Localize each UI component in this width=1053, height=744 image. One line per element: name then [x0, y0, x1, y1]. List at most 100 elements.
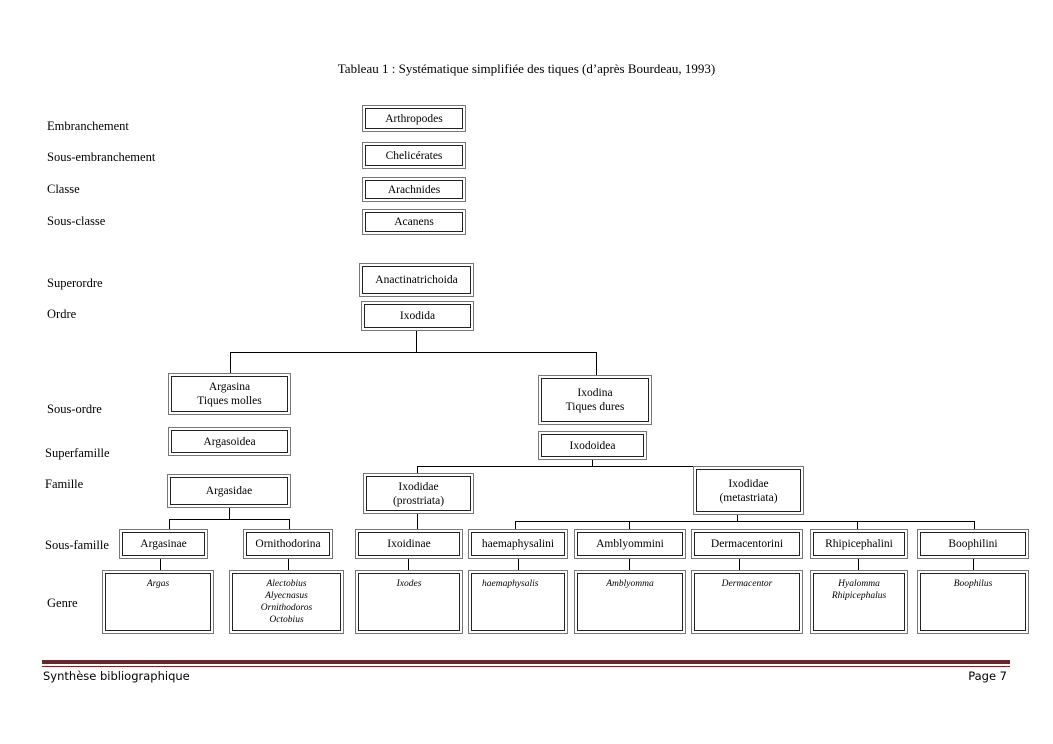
taxon-name: Argasidae	[205, 485, 253, 497]
taxon-box-ixodoidea: Ixodoidea	[538, 431, 647, 460]
genus-name: Rhipicephalus	[831, 591, 887, 601]
connector	[289, 519, 290, 529]
taxon-name: Amblyommini	[596, 538, 664, 550]
taxon-name: Arthropodes	[385, 112, 443, 125]
connector	[629, 521, 630, 529]
taxon-box-sous-classe: Acanens	[362, 209, 466, 235]
connector	[408, 558, 409, 570]
taxon-name: Anactinatrichoida	[375, 274, 458, 286]
connector	[974, 521, 975, 529]
taxon-name: Ixodidae	[728, 477, 769, 490]
connector	[629, 558, 630, 570]
genus-box: haemaphysalis	[468, 570, 568, 634]
connector	[417, 466, 747, 467]
taxon-name: Ixodina	[577, 387, 613, 399]
taxon-box-argasoidea: Argasoidea	[168, 427, 291, 456]
taxon-box-sous-embranchement: Chelicérates	[362, 142, 466, 169]
genus-name: Ornithodoros	[260, 603, 313, 613]
subfamily-box: Amblyommini	[574, 529, 686, 559]
connector	[857, 521, 858, 529]
connector	[160, 558, 161, 570]
genus-name: Alectobius	[266, 579, 307, 589]
genus-name: haemaphysalis	[482, 579, 539, 589]
subfamily-box: Ixoidinae	[355, 529, 463, 559]
taxon-box-argasidae: Argasidae	[167, 474, 291, 508]
connector	[518, 558, 519, 570]
connector	[417, 466, 418, 473]
footer-rule-thin	[42, 666, 1010, 667]
connector	[169, 519, 170, 529]
genus-box: Amblyomma	[574, 570, 686, 634]
taxon-name: Acanens	[394, 216, 434, 228]
genus-name: Octobius	[269, 615, 304, 625]
connector	[230, 352, 596, 353]
rank-label: Sous-classe	[47, 214, 106, 228]
genus-name: Ixodes	[396, 579, 422, 589]
genus-box: Ixodes	[355, 570, 463, 634]
taxon-box-superordre: Anactinatrichoida	[359, 263, 474, 297]
taxon-name: Ornithodorina	[255, 538, 321, 550]
taxon-name: Dermacentorini	[710, 538, 784, 550]
taxon-name: Argasina	[208, 381, 251, 393]
taxon-name: haemaphysalini	[481, 538, 555, 550]
taxon-box-embranchement: Arthropodes	[362, 105, 466, 132]
connector	[417, 513, 418, 529]
genus-name: Amblyomma	[606, 579, 654, 589]
taxon-box-classe: Arachnides	[362, 177, 466, 202]
subfamily-box: haemaphysalini	[468, 529, 568, 559]
connector	[169, 519, 290, 520]
taxon-name: Ixoidinae	[387, 538, 431, 550]
genus-name: Dermacentor	[721, 579, 773, 589]
taxon-name: Argasinae	[140, 538, 187, 550]
rank-label: Embranchement	[47, 119, 129, 133]
taxon-common-name: Tiques dures	[565, 401, 625, 413]
subfamily-box: Ornithodorina	[243, 529, 333, 559]
rank-label: Sous-famille	[45, 538, 109, 552]
taxon-name: Ixodida	[399, 310, 436, 322]
taxon-box-ordre: Ixodida	[361, 301, 474, 331]
genus-box: Argas	[102, 570, 214, 634]
genus-name: Hyalomma	[838, 579, 880, 589]
taxon-box-prostriata: Ixodidae(prostriata)	[363, 473, 474, 514]
taxon-name: Arachnides	[387, 183, 441, 196]
page-number: Page 7	[968, 669, 1007, 683]
rank-label: Classe	[47, 182, 80, 196]
rank-label: Genre	[47, 596, 78, 610]
connector	[416, 330, 417, 352]
taxon-group: (prostriata)	[392, 494, 445, 507]
taxon-name: Boophilini	[948, 538, 998, 550]
rank-label: Famille	[45, 477, 84, 491]
footer-rule	[42, 660, 1010, 664]
connector	[515, 521, 516, 529]
rank-label: Superordre	[47, 276, 103, 290]
taxon-name: Argasoidea	[203, 435, 256, 448]
connector	[973, 558, 974, 570]
connector	[229, 507, 230, 519]
connector	[737, 514, 738, 521]
taxon-common-name: Tiques molles	[197, 395, 262, 407]
rank-label: Superfamille	[45, 446, 110, 460]
genus-box: Boophilus	[917, 570, 1029, 634]
connector	[515, 521, 975, 522]
genus-name: Argas	[146, 579, 170, 589]
connector	[230, 352, 231, 373]
taxon-name: Rhipicephalini	[825, 538, 893, 550]
subfamily-box: Argasinae	[119, 529, 208, 559]
taxon-group: (metastriata)	[719, 491, 778, 504]
taxon-box-metastriata: Ixodidae(metastriata)	[693, 466, 804, 515]
connector	[596, 352, 597, 375]
connector	[288, 558, 289, 570]
footer-section-title: Synthèse bibliographique	[43, 669, 190, 683]
genus-name: Boophilus	[953, 579, 993, 589]
taxon-name: Ixodidae	[398, 480, 439, 493]
taxon-name: Ixodoidea	[569, 439, 616, 452]
connector	[592, 459, 593, 466]
genus-name: Alyecnasus	[265, 591, 308, 601]
connector	[739, 558, 740, 570]
subfamily-box: Rhipicephalini	[810, 529, 908, 559]
